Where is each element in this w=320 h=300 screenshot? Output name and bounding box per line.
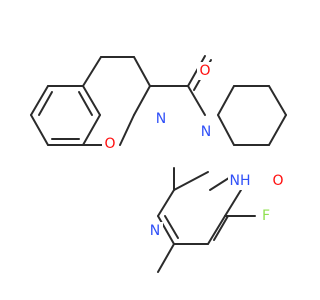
pyrimidine-ring bbox=[157, 167, 242, 245]
substituents bbox=[157, 215, 256, 273]
molecule-canvas: O O N N NH N O F bbox=[30, 55, 287, 273]
pyrimidine-nh-label: NH bbox=[230, 173, 251, 189]
piperazine-nitrogen-top-label: N bbox=[156, 111, 166, 127]
pyrimidine-nitrogen-label: N bbox=[150, 223, 160, 239]
molecule-structure: O O N N NH N O F bbox=[30, 55, 287, 273]
benzene-ring bbox=[30, 85, 101, 146]
ring-oxygen-label: O bbox=[104, 136, 115, 152]
hydroxyl-oxygen-label: O bbox=[272, 173, 283, 189]
fluorine-label: F bbox=[262, 208, 270, 224]
piperazine-nitrogen-bottom-label: N bbox=[201, 124, 211, 140]
atom-labels: O O N N NH N O F bbox=[102, 62, 286, 240]
piperazine-ring bbox=[217, 85, 287, 146]
carbonyl-oxygen-label: O bbox=[199, 63, 210, 79]
pyran-ring bbox=[82, 56, 151, 146]
